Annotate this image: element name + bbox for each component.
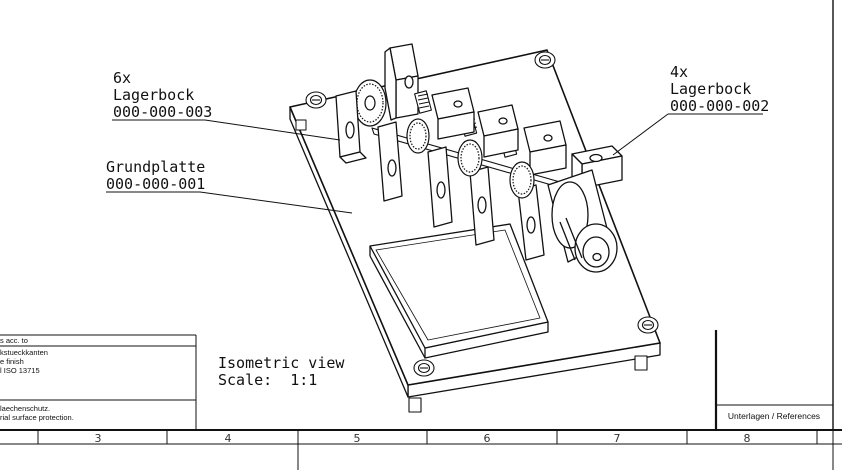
callout-lagerbock-4x-name: Lagerbock [670, 80, 751, 98]
note-line-5: laechenschutz. [0, 404, 50, 413]
note-line-2: kstueckkanten [0, 348, 48, 357]
callout-lagerbock-6x-qty: 6x [113, 69, 131, 87]
bearing-block-1 [335, 90, 367, 164]
bearing-block-3 [427, 146, 453, 228]
note-line-1: s acc. to [0, 336, 28, 345]
leader-lines [106, 113, 763, 214]
screw-top-left [305, 91, 327, 109]
zone-4: 4 [225, 432, 232, 445]
callout-lagerbock-4x-qty: 4x [670, 63, 688, 81]
callout-lagerbock-6x-part: 000-000-003 [113, 103, 212, 121]
note-line-3: e finish [0, 357, 24, 366]
note-line-4: l ISO 13715 [0, 366, 40, 375]
callout-lagerbock-6x-name: Lagerbock [113, 86, 194, 104]
references-box: Unterlagen / References [714, 330, 833, 430]
zone-7: 7 [614, 432, 621, 445]
callout-lagerbock-4x-part: 000-000-002 [670, 97, 769, 115]
bearing-block-5 [517, 184, 545, 261]
zone-numbers: 3 4 5 6 7 8 [95, 432, 751, 445]
screw-top-right [534, 51, 556, 69]
notes-table: s acc. to kstueckkanten e finish l ISO 1… [0, 334, 197, 430]
corner-screws [305, 51, 659, 377]
box-block [369, 223, 549, 359]
gears-middle [406, 118, 535, 199]
view-scale: Scale: 1:1 [218, 371, 317, 389]
note-line-6: rial surface protection. [0, 413, 74, 422]
view-title: Isometric view [218, 354, 345, 372]
callout-grundplatte-name: Grundplatte [106, 158, 205, 176]
zone-3: 3 [95, 432, 102, 445]
bearing-blocks-rear [431, 87, 567, 176]
zone-8: 8 [744, 432, 751, 445]
isometric-assembly [289, 43, 661, 413]
zone-5: 5 [354, 432, 361, 445]
bearing-block-2 [377, 121, 403, 202]
bearing-block-4 [469, 166, 495, 246]
screw-bottom-right [637, 316, 659, 334]
callouts: 6x Lagerbock 000-000-003 Grundplatte 000… [106, 63, 769, 193]
references-label: Unterlagen / References [728, 411, 820, 421]
gear-left [353, 79, 387, 127]
callout-grundplatte-part: 000-000-001 [106, 175, 205, 193]
screw-bottom-left [413, 359, 435, 377]
view-label: Isometric view Scale: 1:1 [218, 354, 345, 389]
zone-6: 6 [484, 432, 491, 445]
motor [547, 169, 618, 273]
rear-bearing-block [384, 43, 419, 121]
bearing-blocks-front [335, 90, 545, 261]
